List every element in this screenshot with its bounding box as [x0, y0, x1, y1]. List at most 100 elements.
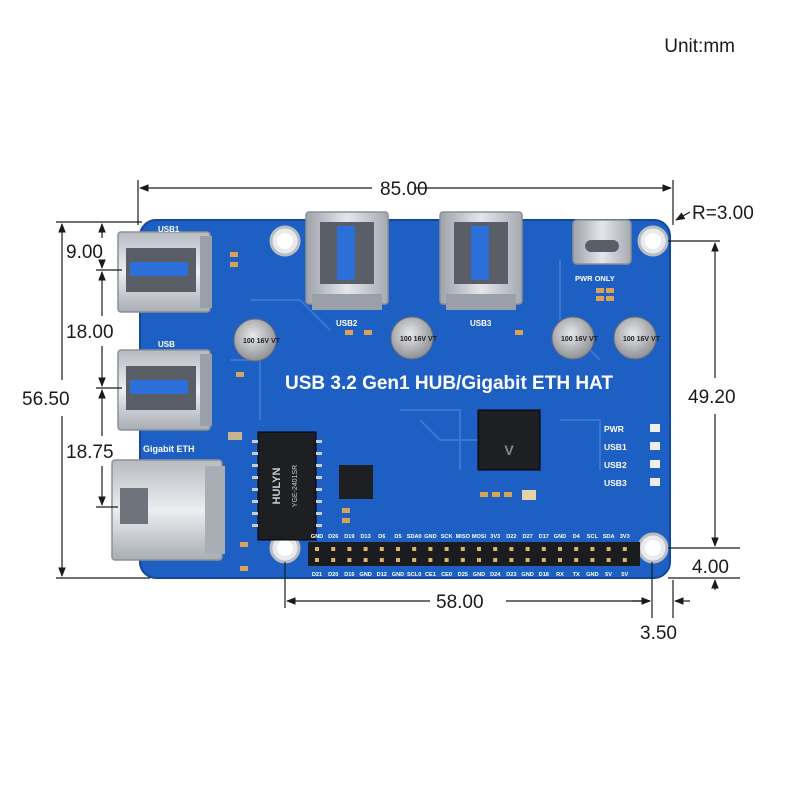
- dim-radius: R=3.00: [692, 203, 754, 224]
- gpio-top-label: GND: [311, 534, 323, 540]
- usb1-silk: USB1: [158, 225, 180, 234]
- gpio-top-label: D4: [573, 534, 581, 540]
- gpio-bottom-label: CE0: [441, 572, 452, 578]
- gpio-top-label: D6: [378, 534, 385, 540]
- gpio-bottom-label: D25: [458, 572, 468, 578]
- hub-ic-chip: V: [477, 409, 541, 471]
- gpio-pin: [590, 547, 595, 551]
- smd-components: [228, 252, 614, 571]
- ethernet-port: [111, 459, 225, 561]
- cap-label-1: 100 16V VT: [243, 338, 281, 345]
- gpio-pin: [396, 558, 400, 562]
- usb-silk: USB: [158, 340, 175, 349]
- gpio-bottom-label: GND: [586, 572, 598, 578]
- ethernet-transformer: [252, 431, 322, 541]
- gpio-bottom-label: SCL0: [407, 572, 421, 578]
- gpio-top-label: SCK: [441, 534, 453, 540]
- gpio-top-label: 3V3: [620, 534, 630, 540]
- gpio-pin: [477, 547, 481, 551]
- gpio-pin: [558, 547, 562, 551]
- gpio-pin: [363, 558, 368, 562]
- gpio-top-label: D19: [344, 534, 354, 540]
- gigabit-eth-silk: Gigabit ETH: [143, 444, 195, 454]
- transformer-sub-label: YGE-2401SR: [292, 465, 299, 507]
- pcb-traces: [230, 260, 601, 470]
- gpio-pin: [331, 558, 336, 562]
- gpio-pin: [331, 547, 336, 551]
- cap-label-2: 100 16V VT: [400, 336, 438, 343]
- dim-hole-spacing-y: 49.20: [688, 387, 736, 408]
- gpio-top-label: D27: [522, 534, 532, 540]
- status-leds: [650, 424, 660, 486]
- cap-label-3: 100 16V VT: [561, 336, 599, 343]
- gpio-pin: [477, 558, 481, 562]
- gpio-top-label: GND: [424, 534, 436, 540]
- gpio-top-label: SCL: [587, 534, 599, 540]
- gpio-pin: [412, 558, 417, 562]
- dim-usb1-offset: 9.00: [66, 242, 103, 263]
- gpio-bottom-label: RX: [556, 572, 564, 578]
- usb-port: [117, 349, 212, 431]
- dim-width: 85.00: [380, 179, 428, 200]
- gpio-bottom-label: 5V: [621, 572, 628, 578]
- mounting-holes: [269, 225, 669, 564]
- gpio-pin: [541, 547, 546, 551]
- cap-label-4: 100 16V VT: [623, 336, 661, 343]
- gpio-pin: [444, 547, 449, 551]
- gpio-pin: [622, 558, 627, 562]
- gpio-top-label: MISO: [456, 534, 471, 540]
- gpio-bottom-label: D24: [490, 572, 501, 578]
- gpio-pin: [379, 558, 384, 562]
- gpio-pin: [460, 547, 465, 551]
- gpio-pin: [509, 558, 514, 562]
- usb1-port: [117, 231, 212, 313]
- transformer-label: HULYN: [271, 468, 283, 505]
- led-pwr-silk: PWR: [604, 424, 624, 434]
- gpio-bottom-label: 5V: [605, 572, 612, 578]
- dim-height: 56.50: [22, 389, 70, 410]
- dim-usb-pitch: 18.00: [66, 322, 114, 343]
- gpio-top-label: D26: [328, 534, 338, 540]
- gpio-pin: [606, 558, 611, 562]
- dim-hole-offset-x: 3.50: [640, 623, 677, 644]
- dim-hole-offset-y: 4.00: [692, 557, 729, 578]
- gpio-pin: [315, 547, 319, 551]
- gpio-bottom-label: D18: [539, 572, 549, 578]
- gpio-top-label: SDA0: [407, 534, 422, 540]
- led-usb1-silk: USB1: [604, 442, 627, 452]
- gpio-bottom-label: CE1: [425, 572, 436, 578]
- gpio-pin: [541, 558, 546, 562]
- usb3-silk: USB3: [470, 319, 492, 328]
- dim-hole-spacing-x: 58.00: [436, 592, 484, 613]
- gpio-pin: [622, 547, 627, 551]
- gpio-pin: [493, 547, 498, 551]
- gpio-pin: [590, 558, 595, 562]
- led-usb2-silk: USB2: [604, 460, 627, 470]
- led-usb3-silk: USB3: [604, 478, 627, 488]
- gpio-bottom-label: D12: [377, 572, 387, 578]
- board-title: USB 3.2 Gen1 HUB/Gigabit ETH HAT: [285, 373, 613, 394]
- gpio-pin: [558, 558, 562, 562]
- gpio-header: [308, 542, 640, 566]
- gpio-bottom-label: D21: [312, 572, 322, 578]
- gpio-bottom-label: GND: [359, 572, 371, 578]
- gpio-pin: [606, 547, 611, 551]
- gpio-pin: [412, 547, 417, 551]
- gpio-top-label: MOSI: [472, 534, 487, 540]
- dim-eth-offset: 18.75: [66, 442, 114, 463]
- gpio-top-label: D22: [506, 534, 516, 540]
- gpio-top-label: GND: [554, 534, 566, 540]
- gpio-pin: [379, 547, 384, 551]
- gpio-pin: [347, 547, 352, 551]
- gpio-pin: [428, 547, 433, 551]
- gpio-bottom-label: GND: [392, 572, 404, 578]
- gpio-bottom-label: D16: [344, 572, 354, 578]
- gpio-bottom-label: GND: [473, 572, 485, 578]
- gpio-pin: [525, 558, 530, 562]
- gpio-top-label: 3V3: [490, 534, 500, 540]
- usb3-port: [439, 211, 523, 310]
- usb2-silk: USB2: [336, 319, 358, 328]
